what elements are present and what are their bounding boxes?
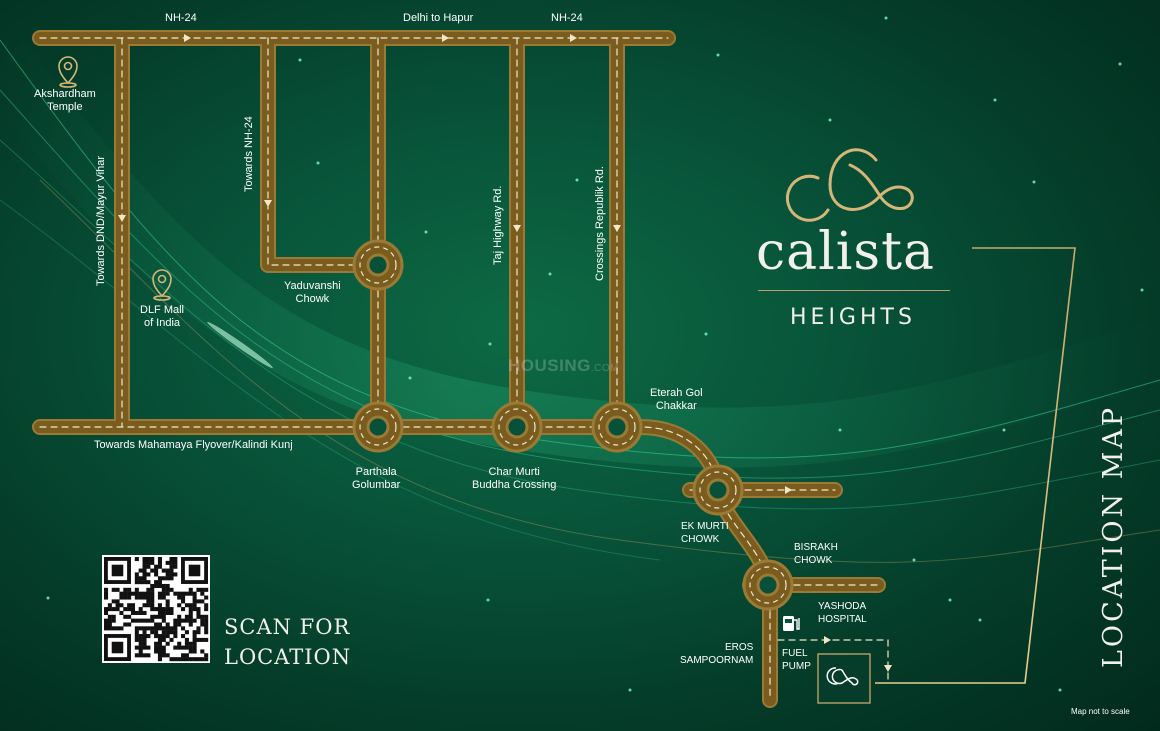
location-pin-icon — [152, 269, 172, 301]
watermark: HOUSING.COM — [508, 356, 619, 375]
road-label-nh24-right: NH-24 — [551, 12, 583, 24]
roundabout-char-murti — [491, 401, 543, 453]
road-label-towards-nh24: Towards NH-24 — [243, 116, 255, 192]
brand-divider — [758, 290, 950, 291]
brand-connector-line — [875, 247, 1076, 684]
project-marker — [817, 653, 871, 704]
roundabout-bisrakh — [742, 559, 794, 611]
roundabout-yaduvanshi — [352, 239, 404, 291]
road-label-taj-highway: Taj Highway Rd. — [492, 185, 504, 265]
location-pin-icon — [58, 56, 78, 88]
roundabouts — [352, 239, 794, 611]
calista-monogram-icon — [826, 667, 859, 686]
light-streaks — [0, 39, 1160, 563]
road-label-nh24-left: NH-24 — [165, 12, 197, 24]
map-disclaimer: Map not to scale — [1071, 707, 1130, 716]
road-label-delhi-hapur: Delhi to Hapur — [403, 12, 474, 24]
calista-monogram-icon — [785, 148, 914, 222]
road-label-crossings-republik: Crossings Republik Rd. — [594, 166, 606, 281]
qr-code — [102, 555, 210, 663]
brand-subtitle: HEIGHTS — [790, 305, 916, 330]
qr-code-pattern — [104, 557, 209, 662]
road-label-mahamaya: Towards Mahamaya Flyover/Kalindi Kunj — [94, 439, 293, 451]
roundabout-eterah — [591, 401, 643, 453]
star-field — [46, 16, 1144, 692]
fuel-pump-icon — [783, 616, 800, 631]
location-map-title: LOCATION MAP — [1098, 404, 1129, 668]
direction-arrows — [118, 34, 892, 672]
road-label-dnd: Towards DND/Mayur Vihar — [95, 155, 107, 286]
roundabout-ek-murti — [692, 464, 744, 516]
roundabout-parthala — [352, 401, 404, 453]
brand-name: calista — [756, 222, 935, 282]
